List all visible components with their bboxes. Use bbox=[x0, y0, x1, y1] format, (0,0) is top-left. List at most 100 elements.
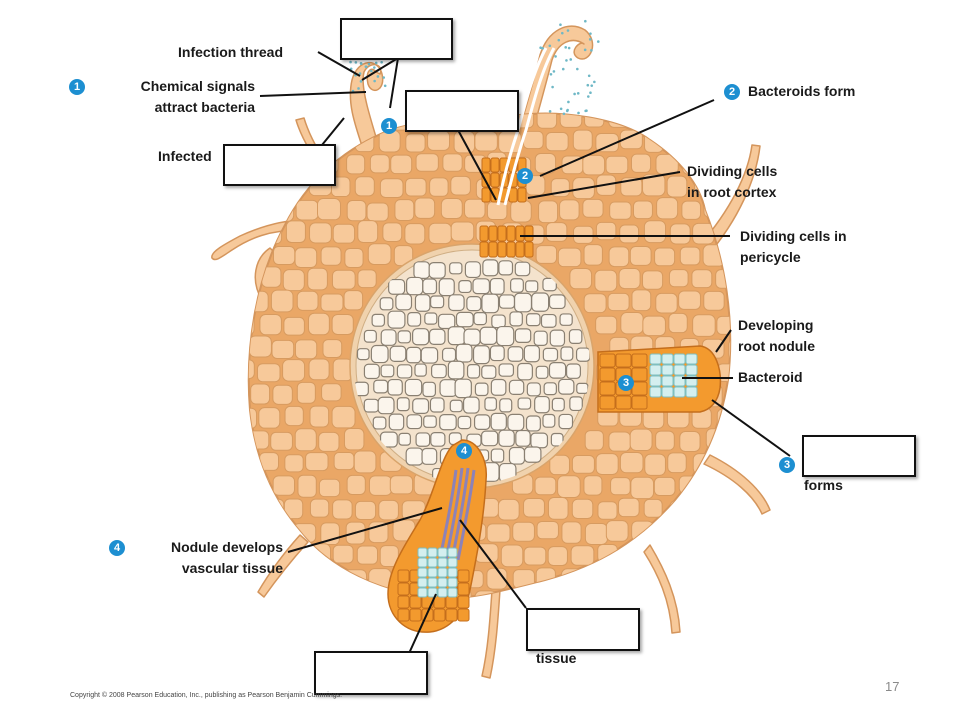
cortex-cell bbox=[272, 384, 293, 405]
cortex-cell bbox=[308, 312, 330, 336]
cortex-cell bbox=[318, 478, 341, 498]
nodule-cell bbox=[397, 582, 410, 596]
bacteroid-cell bbox=[685, 364, 698, 376]
label-dividing-pericycle-line1: Dividing cells in bbox=[740, 228, 847, 244]
label-infected: Infected bbox=[158, 148, 212, 164]
cortex-cell bbox=[355, 591, 377, 599]
cortex-cell bbox=[557, 247, 582, 268]
stele-cell bbox=[389, 345, 407, 362]
bacteroid-cell bbox=[427, 557, 438, 568]
mature-nodule bbox=[387, 439, 487, 633]
stele-cell bbox=[373, 379, 389, 394]
cortex-cell bbox=[571, 498, 594, 520]
cortex-cell bbox=[322, 339, 343, 358]
bacteroid-cell bbox=[661, 375, 674, 387]
dividing-pericycle-cell bbox=[488, 241, 498, 258]
stele-cell bbox=[489, 345, 505, 362]
cortex-cell bbox=[630, 113, 654, 126]
bacterium bbox=[541, 46, 544, 50]
stele-cell bbox=[508, 446, 526, 465]
cortex-cell bbox=[394, 199, 415, 221]
cortex-cell bbox=[584, 522, 609, 546]
stele-cell bbox=[354, 381, 369, 397]
cortex-cell bbox=[730, 429, 731, 449]
cortex-cell bbox=[618, 497, 640, 518]
stele-cell bbox=[395, 293, 413, 311]
stele-cell bbox=[396, 364, 413, 379]
answer-box-vascular-tissue[interactable] bbox=[526, 608, 640, 651]
cortex-cell bbox=[681, 520, 701, 542]
cortex-cell bbox=[547, 496, 569, 520]
answer-box-nodule[interactable] bbox=[314, 651, 428, 695]
nodule-cell bbox=[599, 381, 616, 396]
cortex-cell bbox=[728, 292, 731, 311]
stele-cell bbox=[569, 396, 583, 412]
stele-cell bbox=[431, 363, 447, 379]
stele-cell bbox=[464, 261, 481, 279]
cortex-cell bbox=[619, 224, 640, 244]
stele-cell bbox=[550, 432, 564, 447]
stele-cell bbox=[496, 325, 515, 347]
stele-cell bbox=[534, 395, 550, 414]
nodule-cell bbox=[599, 353, 616, 368]
stele-cell bbox=[420, 347, 439, 364]
stele-cell bbox=[380, 364, 395, 378]
cortex-cell bbox=[656, 197, 679, 220]
cortex-cell bbox=[344, 247, 364, 268]
stele-cell bbox=[422, 381, 437, 398]
answer-box-infected-root-hair[interactable] bbox=[223, 144, 336, 186]
stele-cell bbox=[479, 326, 498, 345]
stele-cell bbox=[370, 344, 389, 364]
label-developing-nodule-line1: Developing bbox=[738, 317, 814, 333]
bacteroid-cell bbox=[427, 547, 438, 558]
cortex-cell bbox=[692, 314, 716, 337]
step-badge-3: 3 bbox=[779, 457, 795, 473]
cortex-cell bbox=[415, 153, 439, 172]
bacterium bbox=[589, 91, 592, 94]
cortex-cell bbox=[248, 430, 270, 450]
bacterium bbox=[373, 79, 376, 83]
cortex-cell bbox=[270, 289, 294, 313]
answer-box-infection-thread-tip[interactable] bbox=[405, 90, 519, 132]
cortex-cell bbox=[405, 177, 427, 197]
cortex-cell bbox=[655, 153, 679, 175]
dividing-pericycle-cell bbox=[479, 241, 489, 258]
nodule-cell bbox=[457, 595, 470, 609]
stele-cell bbox=[559, 313, 573, 326]
bacterium bbox=[559, 23, 562, 26]
bacteroid-cell bbox=[673, 353, 686, 365]
cortex-cell bbox=[570, 545, 595, 566]
bacterium bbox=[584, 19, 587, 23]
cortex-cell bbox=[343, 428, 365, 451]
cortex-cell bbox=[534, 476, 557, 496]
bacteroid-cell bbox=[447, 557, 458, 568]
cortex-cell bbox=[642, 173, 666, 197]
stele-cell bbox=[449, 399, 463, 413]
answer-box-bacteria[interactable] bbox=[340, 18, 453, 60]
nodule-cell bbox=[631, 381, 648, 396]
stele-cell bbox=[490, 378, 507, 396]
stele-cell bbox=[560, 346, 574, 361]
stele-cell bbox=[363, 398, 379, 413]
bacterium bbox=[589, 32, 592, 35]
cortex-cell bbox=[308, 358, 330, 381]
cortex-cell bbox=[343, 569, 368, 591]
bacterium bbox=[548, 44, 552, 48]
dividing-pericycle-cell bbox=[497, 225, 507, 242]
bacteroid-cell bbox=[437, 577, 448, 588]
cortex-cell bbox=[248, 199, 270, 223]
cortex-cell bbox=[369, 154, 390, 174]
cortex-cell bbox=[631, 289, 652, 312]
nodule-cell bbox=[599, 395, 616, 410]
cortex-cell bbox=[428, 222, 452, 245]
cortex-cell bbox=[260, 498, 285, 518]
cortex-cell bbox=[450, 221, 475, 242]
cortex-cell bbox=[378, 499, 399, 521]
bacterium bbox=[364, 65, 368, 68]
stele-cell bbox=[387, 310, 406, 329]
nodule-cell bbox=[599, 367, 616, 382]
cortex-cell bbox=[716, 542, 731, 566]
cortex-cell bbox=[713, 131, 731, 151]
answer-box-nodule-forms[interactable] bbox=[802, 435, 916, 477]
bacteroid-cell bbox=[427, 577, 438, 588]
